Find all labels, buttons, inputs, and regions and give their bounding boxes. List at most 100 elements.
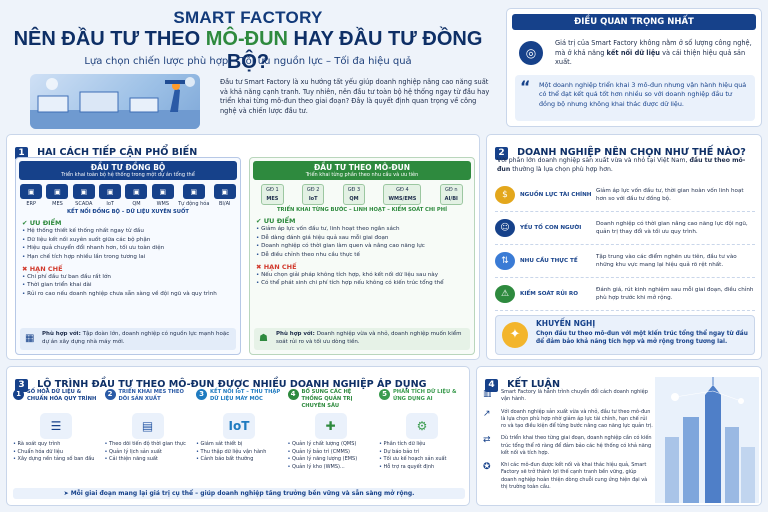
modular-pros-list: Giảm áp lực vốn đầu tư, linh hoạt theo n…	[256, 225, 468, 260]
list-item: Hệ thống thiết kế thống nhất ngay từ đầu	[22, 227, 234, 236]
modular-title: ĐẦU TƯ THEO MÔ-ĐUN Triển khai từng phần …	[253, 161, 471, 180]
section-4-number: 4	[485, 379, 498, 392]
section-2-heading: 2 DOANH NGHIỆP NÊN CHỌN NHƯ THẾ NÀO?	[495, 140, 746, 160]
modular-column: ĐẦU TƯ THEO MÔ-ĐUN Triển khai từng phần …	[249, 157, 475, 355]
conclusion-list: ▥Smart Factory là hành trình chuyển đổi …	[483, 389, 653, 496]
step-title: SỐ HÓA DỮ LIỆU & CHUẨN HÓA QUY TRÌNH	[27, 389, 97, 402]
section-3: 3 LỘ TRÌNH ĐẦU TƯ THEO MÔ-ĐUN ĐƯỢC NHIỀU…	[6, 366, 470, 506]
conclusion-item: ↗Với doanh nghiệp sản xuất vừa và nhỏ, đ…	[483, 409, 653, 431]
list-item: Dễ điều chỉnh theo nhu cầu thực tế	[256, 251, 468, 260]
subtitle: Lựa chọn chiến lược phù hợp – Tối ưu ngu…	[84, 56, 412, 67]
modular-pros-title: ✔ ƯU ĐIỂM	[256, 217, 296, 225]
quote-text: Một doanh nghiệp triển khai 3 mô-đun như…	[539, 81, 747, 108]
section-2-title: DOANH NGHIỆP NÊN CHỌN NHƯ THẾ NÀO?	[517, 147, 746, 158]
section-1: 1 HAI CÁCH TIẾP CẬN PHỔ BIẾN ĐẦU TƯ ĐỒNG…	[6, 134, 480, 360]
criteria-icon: ⇅	[495, 252, 515, 270]
step-items: Quản lý chất lượng (QMS)Quản lý bảo trì …	[288, 441, 374, 471]
stage-label: GĐ 2	[306, 187, 320, 193]
module-icon: ▣	[99, 184, 122, 199]
section-4-heading: 4 KẾT LUẬN	[485, 372, 560, 392]
target-icon: ◎	[519, 41, 543, 65]
conclusion-text: Khi các mô-đun được kết nối và khai thác…	[501, 462, 648, 490]
step-item: Tối ưu kế hoạch sản xuất	[379, 456, 465, 464]
module-label: IoT	[106, 201, 114, 207]
step-item: Quản lý chất lượng (QMS)	[288, 441, 374, 449]
stage-label: GĐ 1	[266, 187, 279, 193]
roadmap-footer: ➤ Mỗi giai đoạn mang lại giá trị cụ thể …	[13, 488, 465, 499]
roadmap-steps: 1SỐ HÓA DỮ LIỆU & CHUẨN HÓA QUY TRÌNH☰Rà…	[13, 389, 465, 485]
criteria-value: Đánh giá, rút kinh nghiệm sau mỗi giai đ…	[596, 286, 754, 301]
step-item: Chuẩn hóa dữ liệu	[13, 449, 99, 457]
conclusion-item: ⇄Dù triển khai theo từng giai đoạn, doan…	[483, 435, 653, 457]
stage-name: AI/BI	[444, 196, 458, 202]
lightbulb-icon: ✦	[502, 322, 528, 348]
step-number: 2	[104, 389, 116, 400]
module-icon: ▣	[213, 184, 236, 199]
sync-fit: ▦ Phù hợp với: Tập đoàn lớn, doanh nghiệ…	[20, 328, 236, 350]
step-item: Quản lý lịch sản xuất	[105, 449, 191, 457]
sync-module-icons: ▣ERP▣MES▣SCADA▣IoT▣QM▣WMS▣Tự động hóa▣BI…	[18, 184, 238, 207]
modular-cons-title: ✖ HẠN CHẾ	[256, 262, 297, 271]
section-3-heading: 3 LỘ TRÌNH ĐẦU TƯ THEO MÔ-ĐUN ĐƯỢC NHIỀU…	[15, 372, 426, 392]
sync-module: ▣ BI/AI	[213, 184, 236, 207]
step-item: Rà soát quy trình	[13, 441, 99, 449]
criteria-icon: ⚠	[495, 285, 515, 303]
important-text: Giá trị của Smart Factory không nằm ở số…	[555, 39, 752, 67]
sync-cons-list: Chi phí đầu tư ban đầu rất lớnThời gian …	[22, 273, 234, 299]
important-title: ĐIỀU QUAN TRỌNG NHẤT	[512, 14, 756, 30]
sync-module: ▣ SCADA	[72, 184, 95, 207]
criteria-row: ⚠ KIỂM SOÁT RỦI RO Đánh giá, rút kinh nghi…	[495, 278, 755, 311]
section-3-number: 3	[15, 379, 28, 392]
roadmap-step: 1SỐ HÓA DỮ LIỆU & CHUẨN HÓA QUY TRÌNH☰Rà…	[13, 389, 99, 485]
step-number: 3	[196, 389, 207, 400]
conclusion-icon: ✪	[483, 462, 491, 472]
sync-column: ĐẦU TƯ ĐỒNG BỘ Triển khai toàn bộ hệ thố…	[15, 157, 241, 355]
module-label: BI/AI	[218, 201, 231, 207]
step-item: Cảnh báo bất thường	[196, 456, 282, 464]
criteria-key: KIỂM SOÁT RỦI RO	[520, 291, 578, 297]
section-4-title: KẾT LUẬN	[507, 379, 560, 390]
list-item: Doanh nghiệp có thời gian làm quen và nâ…	[256, 242, 468, 251]
sync-pros-title: ✔ ƯU ĐIỂM	[22, 219, 62, 227]
sync-title: ĐẦU TƯ ĐỒNG BỘ Triển khai toàn bộ hệ thố…	[19, 161, 237, 180]
step-item: Quản lý bảo trì (CMMS)	[288, 449, 374, 457]
criteria-key: NHU CẦU THỰC TẾ	[520, 258, 578, 264]
step-items: Phân tích dữ liệuDự báo bảo trìTối ưu kế…	[379, 441, 465, 471]
criteria-value: Giảm áp lực vốn đầu tư, thời gian hoàn v…	[596, 187, 744, 202]
people-icon: ☗	[259, 333, 268, 345]
module-label: SCADA	[75, 201, 93, 207]
module-icon: ▣	[72, 184, 95, 199]
step-item: Xây dựng nền tảng số ban đầu	[13, 456, 99, 464]
recommendation-title: KHUYẾN NGHỊ	[536, 319, 596, 328]
step-number: 1	[13, 389, 24, 400]
city-illustration	[655, 377, 759, 503]
step-item: Theo dõi tiến độ thời gian thực	[105, 441, 191, 449]
step-item: Giám sát thiết bị	[196, 441, 282, 449]
title-line2: NÊN ĐẦU TƯ THEO MÔ-ĐUN HAY ĐẦU TƯ ĐỒNG B…	[13, 28, 483, 73]
step-number: 5	[379, 389, 390, 400]
module-label: QM	[132, 201, 141, 207]
stage-name: WMS/EMS	[388, 196, 417, 202]
conclusion-item: ▥Smart Factory là hành trình chuyển đổi …	[483, 389, 653, 404]
conclusion-text: Với doanh nghiệp sản xuất vừa và nhỏ, đầ…	[501, 408, 653, 430]
section-2-intro: Với phần lớn doanh nghiệp sản xuất vừa v…	[497, 157, 746, 173]
conclusion-text: Dù triển khai theo từng giai đoạn, doanh…	[501, 435, 652, 456]
step-items: Rà soát quy trìnhChuẩn hóa dữ liệuXây dự…	[13, 441, 99, 464]
list-item: Rủi ro cao nếu doanh nghiệp chưa sẵn sàn…	[22, 290, 234, 299]
module-icon: ▣	[46, 184, 69, 199]
intro-text: Đầu tư Smart Factory là xu hướng tất yếu…	[220, 78, 490, 115]
module-icon: ▣	[182, 184, 205, 199]
module-label: WMS	[156, 201, 170, 207]
list-item: Có thể phát sinh chi phí tích hợp nếu kh…	[256, 279, 468, 288]
conclusion-item: ✪ Khi các mô-đun được kết nối và khai thá…	[483, 462, 653, 491]
